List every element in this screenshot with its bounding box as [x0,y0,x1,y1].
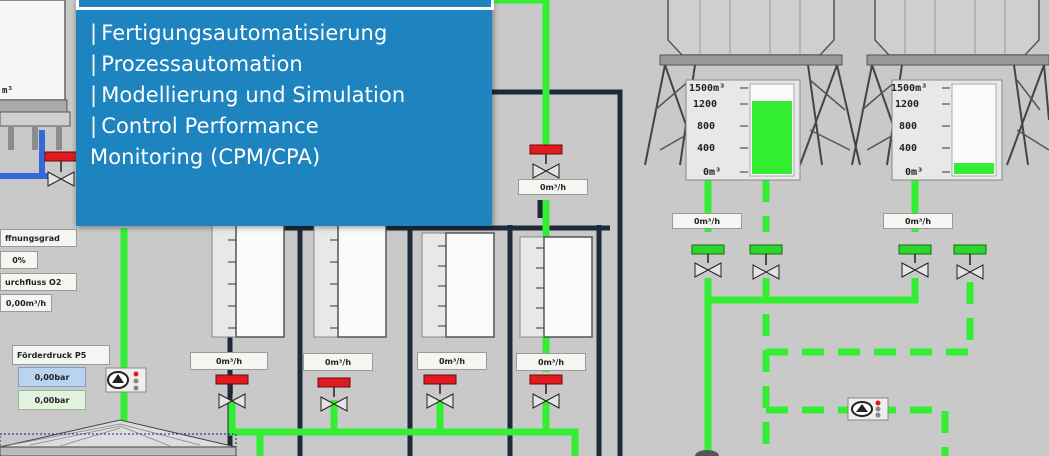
o2-flow-value: 0,00m³/h [0,294,52,312]
flow-readout-silo-1: 0m³/h [672,213,742,229]
silo-1-tick-400: 400 [697,143,716,154]
tank-scales [228,239,544,329]
valve-tank-1[interactable] [215,374,249,409]
service-item-modeling[interactable]: |Modellierung und Simulation [90,83,406,107]
service-item-label: Prozessautomation [101,52,303,76]
service-item-label: Control Performance [101,114,319,138]
bottom-pump-hint [695,450,719,456]
material-heap [0,419,237,456]
flow-readout-tank-3: 0m³/h [417,352,487,370]
silo-1-tick-0: 0m³ [703,167,722,178]
tank-4 [519,236,593,338]
valve-tank-4[interactable] [529,374,563,409]
service-item-process[interactable]: |Prozessautomation [90,52,303,76]
service-item-manufacturing[interactable]: |Fertigungsautomatisierung [90,21,388,45]
flow-readout-valve-top: 0m³/h [518,179,588,195]
flow-readout-silo-2: 0m³/h [883,213,953,229]
valve-silo-2-main[interactable] [898,244,932,278]
silo-2-tick-800: 800 [899,121,918,132]
silo-1-tick-max: 1500m³ [689,83,726,94]
silo-1-level-fill [752,101,792,174]
silo-2-level-fill [954,163,994,174]
valve-silo-2-standby[interactable] [953,244,987,280]
valve-tank-2[interactable] [317,377,351,412]
valve-tank-3[interactable] [423,374,457,409]
silo-2 [851,0,1049,181]
flow-readout-tank-4: 0m³/h [516,353,586,371]
active-pipe-network [120,0,919,456]
silo-1-tick-1200: 1200 [693,99,718,110]
silo-2-tick-0: 0m³ [905,167,924,178]
standby-pipe-network [762,180,974,456]
opening-degree-label: ffnungsgrad [0,229,77,247]
flow-readout-tank-1: 0m³/h [190,352,268,370]
silo-1-tick-800: 800 [697,121,716,132]
valve-silo-1-main[interactable] [691,244,725,278]
services-list: |Fertigungsautomatisierung |Prozessautom… [90,18,405,173]
o2-flow-label: urchfluss O2 [0,273,77,291]
conveying-pressure-label: Förderdruck P5 [12,345,110,365]
tank-3 [421,232,495,338]
flow-readout-tank-2: 0m³/h [303,353,373,371]
service-item-label: Modellierung und Simulation [101,83,406,107]
left-tank [0,0,71,150]
silo-2-tick-1200: 1200 [895,99,920,110]
pump-right[interactable] [847,397,889,421]
services-overlay: |Fertigungsautomatisierung |Prozessautom… [76,0,494,226]
service-item-label-continued: Monitoring (CPM/CPA) [90,145,321,169]
service-item-label: Fertigungsautomatisierung [101,21,388,45]
conveying-pressure-value-1[interactable]: 0,00bar [18,367,86,387]
silo-1 [644,0,861,181]
opening-degree-value: 0% [0,251,38,269]
valve-silo-1-standby[interactable] [749,244,783,280]
tank-2 [313,224,387,338]
pump-left[interactable] [105,367,147,393]
silo-2-tick-400: 400 [899,143,918,154]
left-tank-unit: m³ [2,86,13,96]
overlay-frame-top [76,0,494,10]
valve-top[interactable] [529,144,563,179]
silo-2-tick-max: 1500m³ [891,83,928,94]
conveying-pressure-value-2[interactable]: 0,00bar [18,390,86,410]
valve-left-top[interactable] [44,151,78,187]
tank-1 [211,224,285,338]
